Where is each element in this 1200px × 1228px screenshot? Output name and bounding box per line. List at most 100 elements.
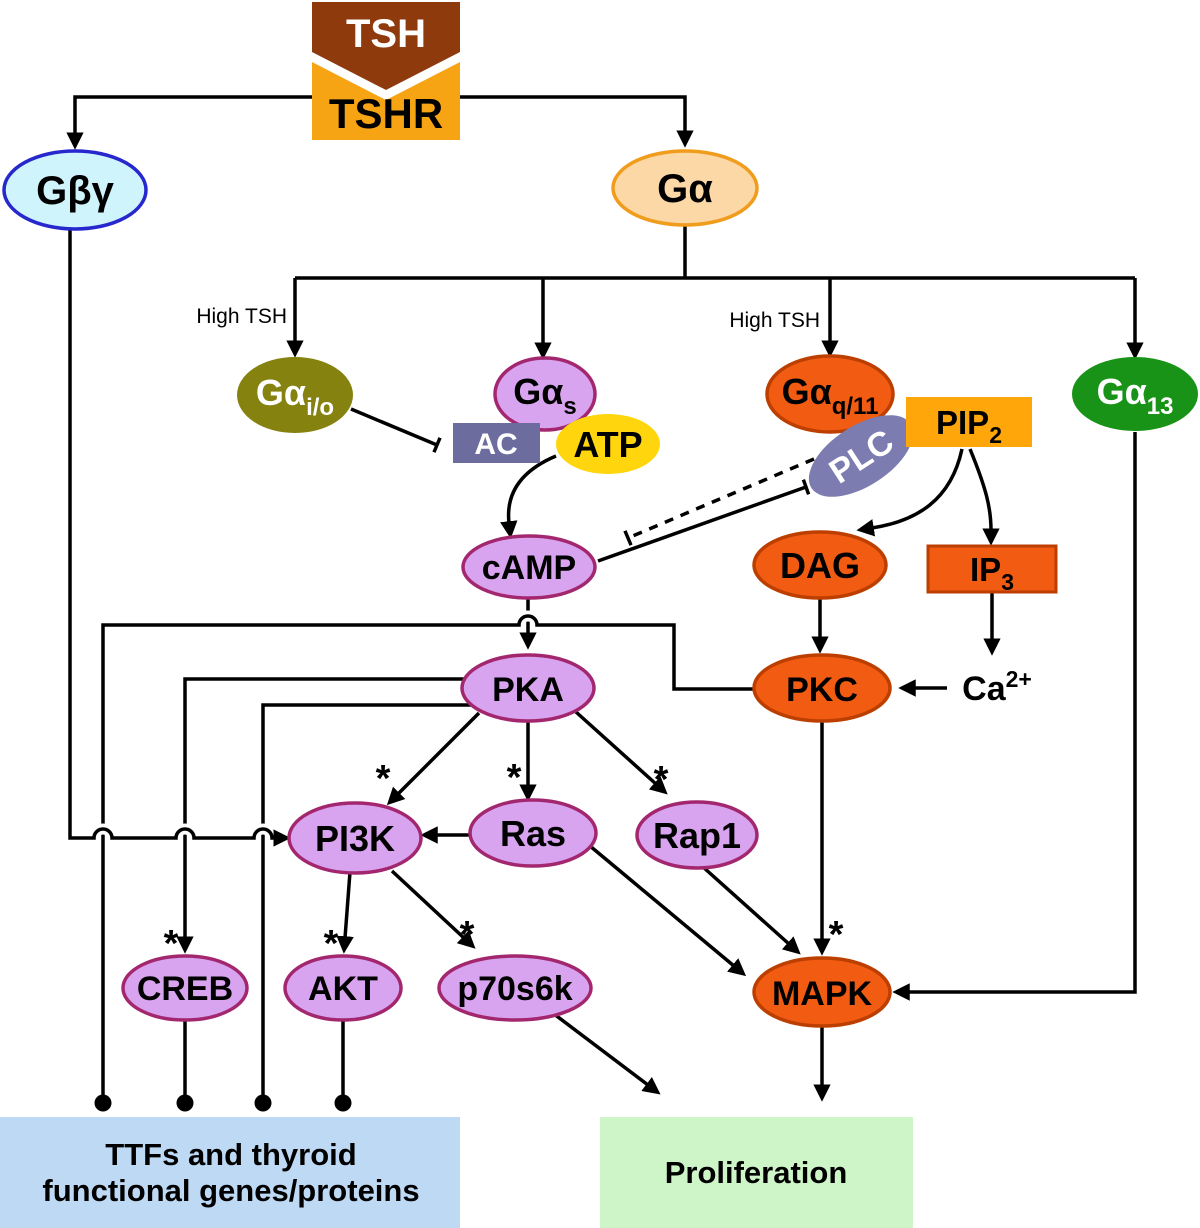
gas-label-main: Gα [513,371,563,412]
arrow-pip2-to-dag [856,448,964,537]
arrow-rap1-to-mapk [701,865,801,955]
node-ga: Gα [611,149,759,227]
ca-label-main: Ca [962,670,1007,708]
ip3-label-main: IP [970,551,1001,588]
pip2-label-sub: 2 [989,422,1002,448]
ga13-label-main: Gα [1097,371,1147,412]
arrow-gbg-to-pi3k [68,229,291,847]
gbg-label: Gβγ [36,169,115,213]
star-akt: * [324,923,339,965]
ac-rect [453,423,540,463]
p70s6k-label: p70s6k [457,970,572,1008]
rap1-ellipse [635,800,759,870]
ga13-label-sub: 13 [1147,393,1174,420]
gaq11-ellipse [765,354,895,434]
ttfs-label-line1: TTFs and thyroid [105,1137,356,1172]
pi3k-ellipse [287,801,423,875]
ca-label: Ca2+ [962,666,1032,708]
node-atp: ATP [556,414,660,474]
arrow-pi3k-to-akt [336,871,354,954]
arrow-tshr-to-ga [460,95,694,148]
proliferation-label: Proliferation [665,1155,848,1190]
rap1-label: Rap1 [653,815,741,856]
node-pip2: PIP2 [906,397,1032,448]
dag-label: DAG [780,545,860,586]
arrow-pip2-to-ip3 [968,448,1000,546]
inhibit-camp-to-plc [597,478,811,563]
atp-ellipse [556,414,660,474]
creb-label: CREB [137,970,233,1008]
node-gas: Gαs [493,356,597,432]
arrow-ras-to-mapk [588,844,747,977]
gaq11-label: Gαq/11 [782,371,879,420]
arrow-p70s6k-to-proliferation [552,1012,661,1095]
inhibit-gaio-to-ac [350,407,442,453]
node-dag: DAG [752,530,888,600]
node-mapk: MAPK [752,956,892,1028]
dot-pka-ttfs [254,1094,272,1112]
ip3-label: IP3 [970,551,1014,595]
p70s6k-ellipse [437,954,593,1022]
akt-ellipse [283,954,403,1022]
camp-label: cAMP [482,549,576,587]
high-tsh-label-right: High TSH [729,309,820,332]
dot-pkc-ttfs [94,1094,112,1112]
gaio-label-sub: i/o [306,394,334,421]
pka-ellipse [460,653,596,723]
arrow-pka-to-creb [176,677,465,954]
gaio-ellipse [237,357,353,433]
gas-ellipse [493,356,597,432]
gas-label-sub: s [563,393,576,420]
gaio-label: Gαi/o [256,372,334,421]
pkc-label: PKC [786,671,858,709]
ga-label: Gα [657,167,713,211]
ras-ellipse [468,798,598,868]
pkc-ellipse [752,653,892,723]
star-pka-rap1: * [654,759,669,801]
mapk-ellipse [752,956,892,1028]
node-ras: Ras [468,798,598,868]
ca-label-sup: 2+ [1006,666,1032,692]
node-tshr: TSHR [312,62,460,140]
line-pkc-to-ttfs [101,614,754,1096]
node-ga13: Gα13 [1072,357,1198,431]
ac-label: AC [474,428,517,461]
ga13-ellipse [1072,357,1198,431]
camp-ellipse [461,534,597,600]
arrow-pka-to-rap1 [574,710,668,795]
node-p70s6k: p70s6k [437,954,593,1022]
gaio-label-main: Gα [256,372,306,413]
node-pkc: PKC [752,653,892,723]
arrow-pi3k-to-p70s6k [390,869,476,949]
node-ip3: IP3 [926,544,1058,595]
arrow-atp-to-camp [500,454,557,539]
node-pi3k: PI3K [287,801,423,875]
gas-label: Gαs [513,371,577,420]
star-pka-pi3k: * [376,758,391,800]
ga13-label: Gα13 [1097,371,1174,420]
plc-ellipse [808,415,914,497]
dag-ellipse [752,530,888,600]
pi3k-label: PI3K [315,818,395,859]
proliferation-box: Proliferation [600,1117,913,1228]
node-pka: PKA [460,653,596,723]
pip2-label-main: PIP [936,404,989,441]
tsh-shape [312,2,460,90]
node-rap1: Rap1 [635,800,759,870]
node-creb: CREB [121,954,249,1022]
arrow-tshr-to-gbg [66,95,312,150]
dot-akt-ttfs [334,1094,352,1112]
mapk-label: MAPK [772,975,873,1013]
star-creb: * [164,923,179,965]
ip3-label-sub: 3 [1001,569,1014,595]
line-pka-to-ttfs [261,703,472,1096]
ttfs-box-rect [0,1117,460,1228]
star-pka-ras: * [507,757,522,799]
arrow-ga13-to-mapk [892,432,1137,1001]
node-akt: AKT [283,954,403,1022]
pka-label: PKA [492,671,564,709]
node-tsh: TSH [312,2,460,90]
tsh-label: TSH [346,12,426,56]
ga-ellipse [611,149,759,227]
node-ac: AC [453,423,540,463]
